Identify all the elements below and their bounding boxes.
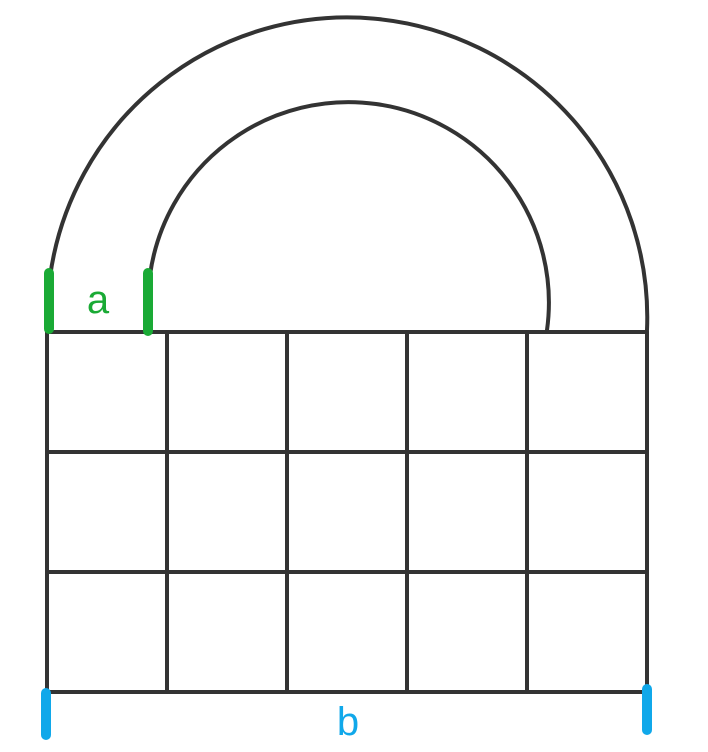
grid [45,330,649,694]
label-b: b [337,700,359,744]
arches [48,15,650,332]
outer-arch [48,15,650,332]
marker-a-group [44,268,153,336]
label-a: a [87,278,110,322]
marker-b-group [41,684,652,740]
inner-arch [148,100,551,332]
